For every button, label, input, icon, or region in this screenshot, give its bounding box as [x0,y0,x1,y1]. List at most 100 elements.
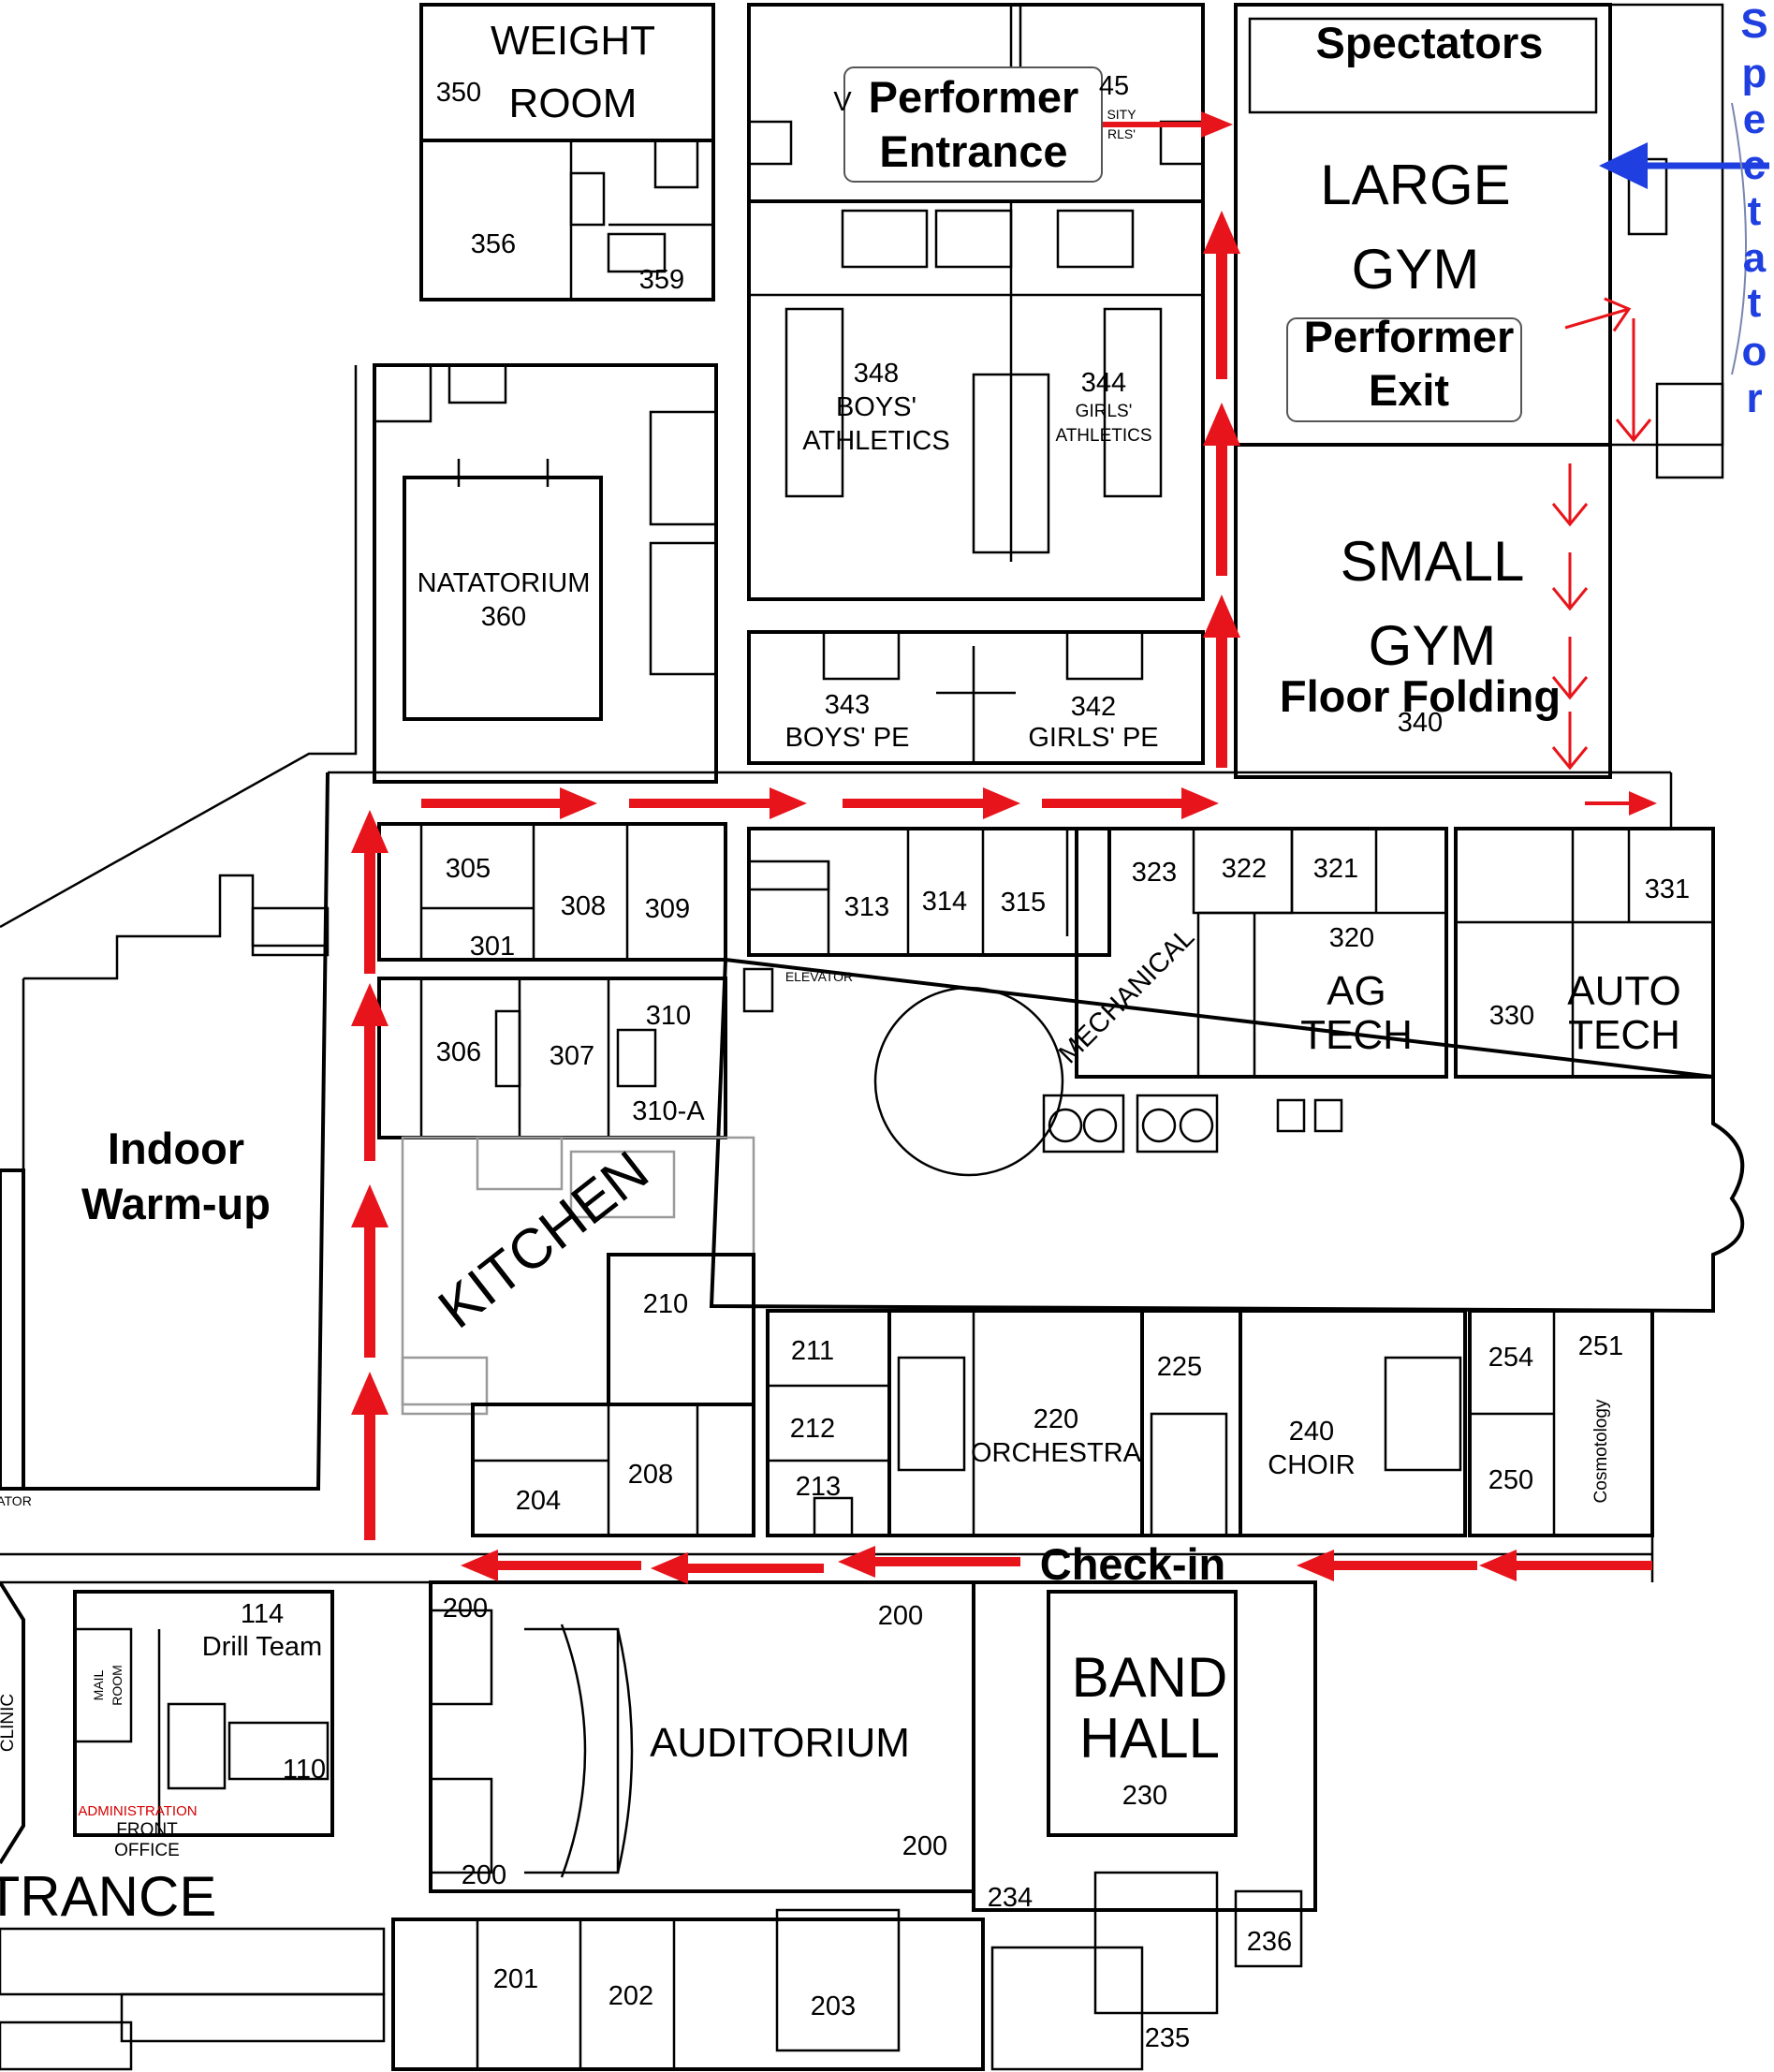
route-arrow-head [461,1550,498,1581]
floor-folding-label: Floor Folding [1280,671,1561,721]
spectator-letter: c [1743,142,1766,188]
room-349-partial-label: V [833,87,852,117]
room-313-label: 313 [844,892,889,922]
spectator-letter: t [1748,280,1762,326]
auto-tech-label: TECH [1568,1012,1680,1058]
room-359-label: 359 [639,265,684,295]
room-235-label: 235 [1145,2023,1190,2053]
natatorium-label: 360 [481,602,526,632]
route-arrow-head [1203,211,1240,254]
room-203-label: 203 [811,1991,856,2021]
route-arrow-head [1297,1550,1334,1581]
mail-room-label: MAIL [91,1669,106,1700]
natatorium-label: NATATORIUM [418,568,591,598]
front-office-label: FRONT [116,1820,178,1840]
performer-route-arrows [351,111,1657,1584]
room-348-label: BOYS' [836,392,916,422]
room-234-label: 234 [988,1883,1033,1913]
elevator-label: ELEVATOR [785,969,853,984]
room-251-label: 251 [1578,1331,1623,1361]
kitchen-label: KITCHEN [427,1139,660,1340]
band-hall-label: BAND [1072,1646,1228,1709]
orchestra-label: ORCHESTRA [971,1438,1142,1468]
performer-exit-line1: Performer [1304,312,1515,361]
room-301-label: 301 [470,932,515,962]
room-315-label: 315 [1001,888,1046,918]
route-arrow-head [770,787,807,819]
route-chevron-shaft [1564,307,1630,330]
room-309-label: 309 [645,894,690,924]
room-348-label: 348 [854,359,899,389]
route-chevron-head [1615,419,1652,443]
route-arrow-head [351,983,389,1026]
route-arrow-head [1479,1550,1517,1581]
spectators-label: Spectators [1316,18,1544,67]
room-212-label: 212 [790,1414,835,1444]
mail-room-label: ROOM [110,1665,125,1706]
room-345-partial-label: 45 [1099,71,1129,101]
small-gym-label: GYM [1369,614,1497,677]
room-310a-label: 310-A [632,1096,705,1126]
room-310-label: 310 [646,1001,691,1031]
route-chevron-head [1551,746,1589,771]
room-331-label: 331 [1645,874,1690,904]
spectator-letter: r [1746,375,1762,421]
room-211-label: 211 [791,1336,834,1366]
room-250-label: 250 [1488,1465,1533,1495]
drill-team-label: Drill Team [202,1632,322,1662]
performer-entrance-callout: Performer Entrance [843,66,1103,183]
room-210-label: 210 [643,1289,688,1319]
room-labels: WEIGHT ROOM 350 356 359 V 45 SITY RLS' 3… [0,18,1690,2053]
spectator-letter: o [1742,329,1767,375]
indoor-warmup-line1: Indoor [108,1124,244,1173]
route-chevron-head [1551,676,1589,700]
route-arrow-head [983,787,1020,819]
spectator-vertical-label: S p e c t a t o r [1731,1,1768,421]
performer-entrance-line2: Entrance [879,126,1067,176]
large-gym-label: GYM [1352,238,1480,301]
room-220-label: 220 [1034,1404,1078,1434]
room-330-label: 330 [1489,1001,1534,1031]
room-308-label: 308 [561,891,606,921]
room-225-label: 225 [1157,1352,1202,1382]
ag-tech-label: TECH [1300,1012,1413,1058]
route-chevron-head [1551,587,1589,611]
small-gym-label: SMALL [1341,530,1525,593]
room-350-label: 350 [436,78,481,108]
large-gym-label: LARGE [1320,154,1510,216]
route-arrow-head [1203,595,1240,638]
room-200-label: 200 [462,1860,506,1890]
room-345-sub-label: RLS' [1107,126,1136,141]
route-arrow-head [560,787,597,819]
spectator-letter: a [1743,235,1767,281]
route-chevron-head [1604,297,1632,332]
room-307-label: 307 [550,1041,594,1071]
route-arrow-head [651,1552,688,1584]
choir-label: CHOIR [1268,1450,1355,1480]
room-114-label: 114 [241,1599,284,1629]
weight-room-label: WEIGHT [491,18,655,64]
room-110-label: 110 [283,1755,326,1785]
room-322-label: 322 [1222,854,1267,884]
spectator-letter: e [1743,96,1766,142]
room-345-sub-label: SITY [1107,107,1136,122]
room-213-label: 213 [796,1472,841,1502]
spectator-letter: t [1748,188,1762,234]
route-arrow-head [1181,787,1219,819]
room-306-label: 306 [436,1037,481,1067]
route-arrow-head [1201,111,1233,138]
administration-label: ADMINISTRATION [78,1803,197,1819]
front-office-label: OFFICE [114,1841,180,1860]
room-201-label: 201 [493,1964,538,1994]
room-240-label: 240 [1289,1417,1334,1447]
room-323-label: 323 [1132,858,1177,888]
auto-tech-label: AUTO [1567,968,1680,1014]
route-arrow-head [351,810,389,853]
room-343-label: 343 [825,690,870,720]
room-200-label: 200 [443,1594,488,1624]
room-202-label: 202 [608,1981,653,2011]
room-348-label: ATHLETICS [802,426,949,456]
ator-label: ATOR [0,1493,32,1508]
performer-entrance-line1: Performer [869,72,1079,122]
